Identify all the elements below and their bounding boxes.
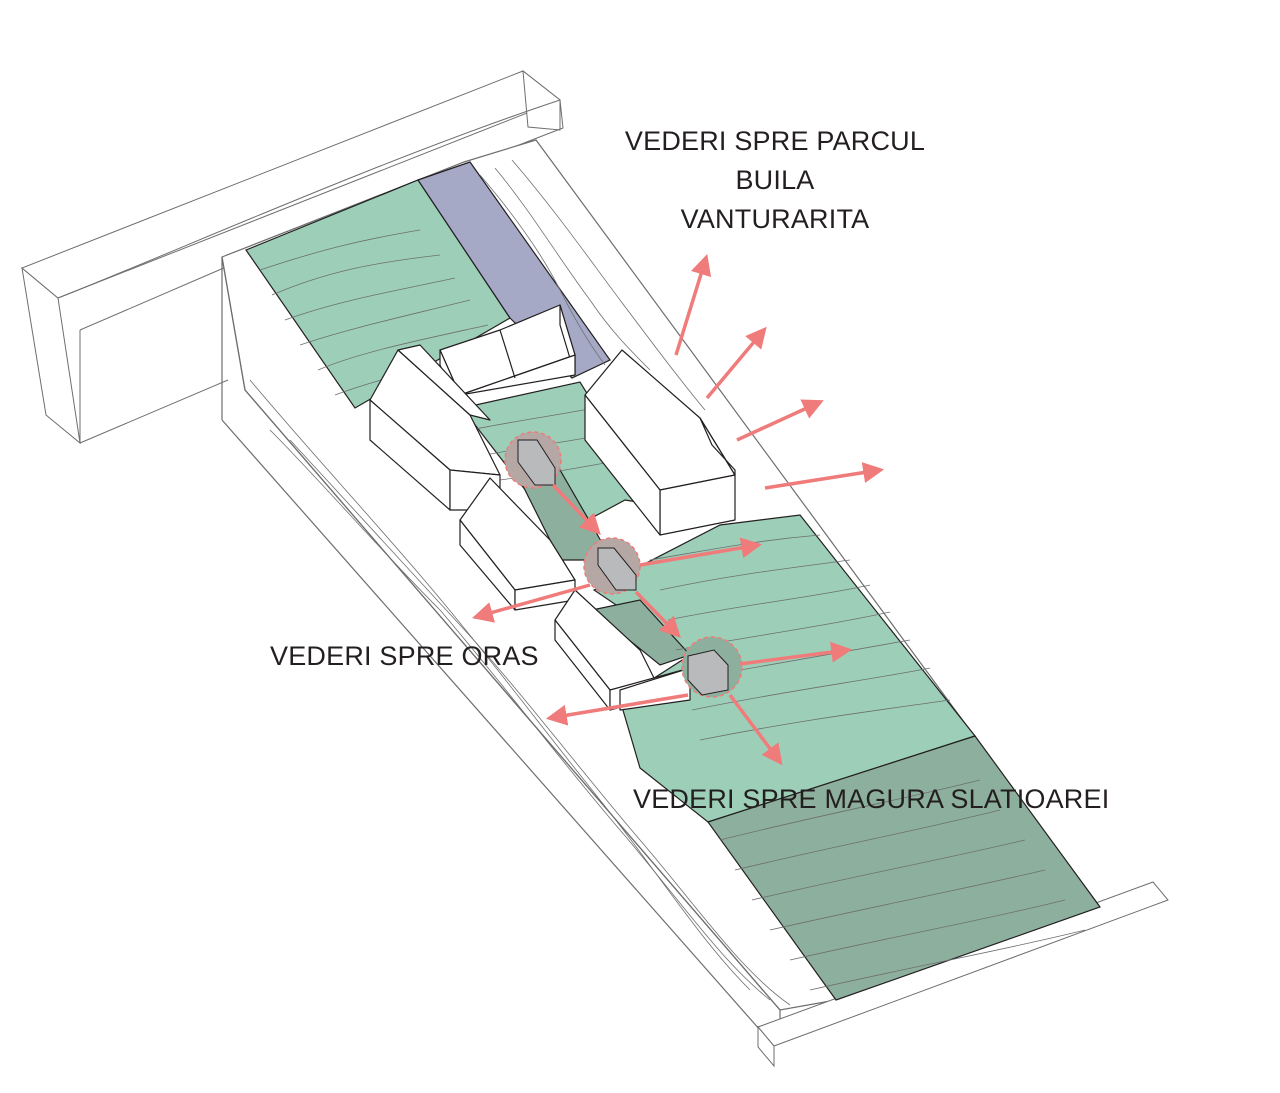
neighbor-terrain-block xyxy=(21,69,564,445)
label-views-park-line2: BUILA xyxy=(735,165,815,195)
arrow-icon xyxy=(471,583,591,623)
garden-dark-lower xyxy=(707,735,1101,1001)
building-lower xyxy=(554,589,691,711)
arrow-icon xyxy=(736,399,824,442)
label-views-park-line1: VEDERI SPRE PARCUL xyxy=(624,126,926,156)
arrow-icon xyxy=(674,253,712,356)
label-views-park-line3: VANTURARITA xyxy=(680,204,870,234)
arrow-icon xyxy=(634,590,681,639)
arrow-icon xyxy=(739,641,853,666)
arrow-icon xyxy=(728,693,783,766)
label-views-town: VEDERI SPRE ORAS xyxy=(270,641,539,671)
label-views-magura: VEDERI SPRE MAGURA SLATIOAREI xyxy=(633,784,1110,814)
buildings xyxy=(369,304,736,711)
label-views-park: VEDERI SPRE PARCUL BUILA VANTURARITA xyxy=(560,122,990,239)
building-left xyxy=(369,344,501,511)
arrow-icon xyxy=(639,537,763,567)
building-top xyxy=(439,304,576,411)
arrow-icon xyxy=(705,326,767,400)
building-right xyxy=(584,349,736,536)
arrow-icon xyxy=(764,462,885,490)
arrow-icon xyxy=(545,693,689,726)
arrow-icon xyxy=(551,483,601,536)
viewpoints xyxy=(504,431,743,698)
view-arrows xyxy=(471,253,885,766)
building-center xyxy=(459,477,576,611)
